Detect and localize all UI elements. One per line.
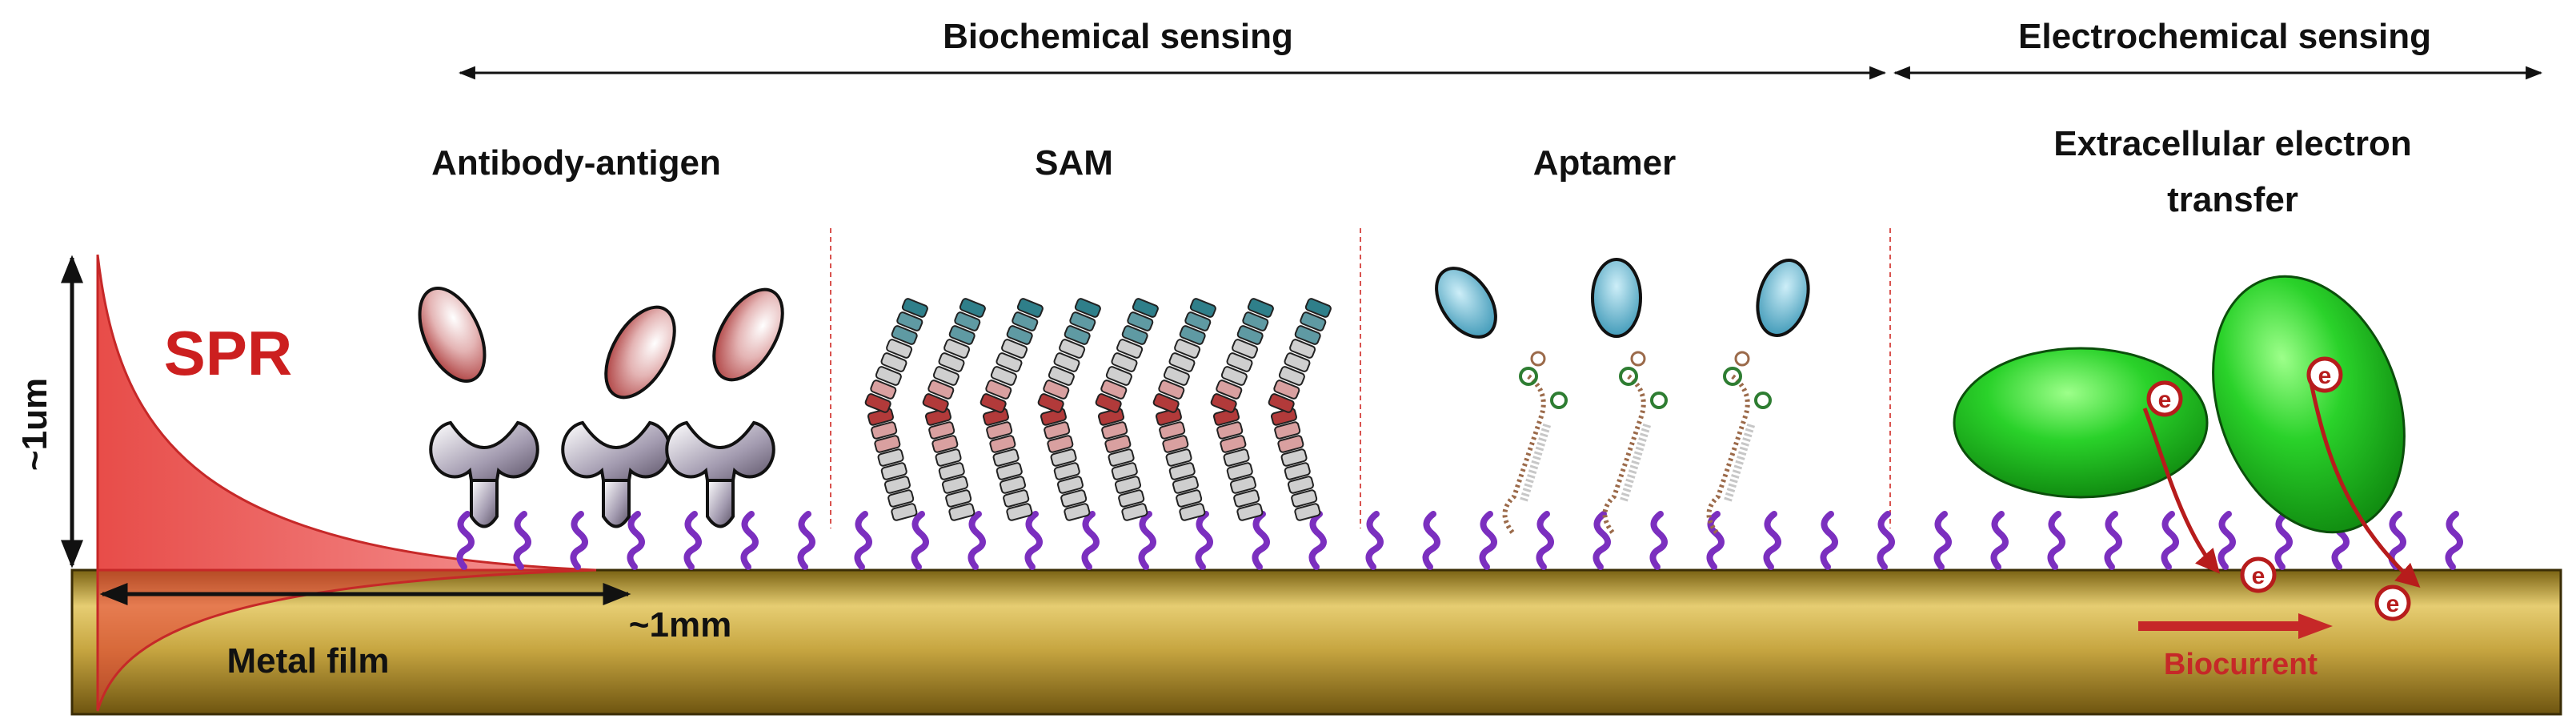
sam-chain (980, 298, 1044, 521)
sam-chain (1095, 298, 1159, 521)
linker-molecule (2104, 511, 2122, 570)
linker-molecule (1081, 511, 1100, 570)
antibody-antigen-group (418, 287, 784, 528)
aptamer-title: Aptamer (1533, 143, 1677, 183)
linker-molecule (854, 511, 872, 570)
surface-linkers (456, 511, 2463, 570)
electron-path-left (2142, 408, 2220, 574)
linker-molecule (1820, 511, 1838, 570)
biocurrent-label: Biocurrent (2164, 648, 2318, 681)
electron-4-symbol: e (2386, 591, 2400, 617)
electrochemical-sensing-label: Electrochemical sensing (2018, 17, 2431, 56)
aptamer (1706, 258, 1810, 534)
panel-separators (830, 228, 1891, 528)
linker-molecule (968, 511, 986, 570)
sam-chains-group (864, 298, 1332, 521)
electron-3-symbol: e (2252, 563, 2266, 589)
sam-chain (1210, 298, 1274, 521)
sam-chain (1268, 298, 1332, 521)
antigen (712, 287, 784, 382)
electron-3: e (2240, 556, 2277, 593)
antigen (604, 305, 676, 400)
linker-molecule (627, 511, 645, 570)
eet-title-line1: Extracellular electron (2053, 124, 2412, 163)
eet-title-line2: transfer (2167, 180, 2298, 219)
electron-2-symbol: e (2318, 363, 2332, 389)
antibody (665, 420, 775, 528)
sam-chain (864, 298, 928, 521)
aptamer (1591, 258, 1668, 534)
spr-label: SPR (164, 318, 292, 388)
electron-path-right (2309, 382, 2421, 588)
linker-molecule (1479, 511, 1497, 570)
linker-molecule (1592, 511, 1611, 570)
linker-molecule (1763, 511, 1781, 570)
metal-film (70, 568, 2562, 716)
linker-molecule (797, 511, 815, 570)
metal-film-label: Metal film (227, 641, 390, 681)
biochemical-sensing-label: Biochemical sensing (943, 17, 1293, 56)
sam-chain (1037, 298, 1101, 521)
linker-molecule (1138, 511, 1156, 570)
linker-molecule (911, 511, 929, 570)
antigen (418, 287, 487, 383)
linker-molecule (740, 511, 759, 570)
aptamer-group (1435, 258, 1810, 534)
spr-field (96, 254, 597, 712)
aptamer-target (1435, 267, 1497, 339)
vertical-extent-label: ~1um (15, 378, 54, 471)
antibody-antigen-title: Antibody-antigen (431, 143, 721, 183)
linker-molecule (2217, 511, 2236, 570)
linker-molecule (2047, 511, 2065, 570)
sam-chain (922, 298, 986, 521)
bacterium-right (2212, 275, 2406, 534)
linker-molecule (1195, 511, 1213, 570)
aptamer (1435, 267, 1568, 534)
linker-molecule (683, 511, 702, 570)
linker-molecule (1649, 511, 1668, 570)
linker-molecule (2161, 511, 2179, 570)
linker-molecule (513, 511, 531, 570)
linker-molecule (1990, 511, 2009, 570)
linker-molecule (1308, 511, 1327, 570)
bacterium-left (1953, 347, 2209, 499)
sam-title: SAM (1035, 143, 1113, 183)
biocurrent-arrow (2138, 613, 2333, 639)
linker-molecule (1877, 511, 1895, 570)
electron-4: e (2374, 584, 2411, 621)
antibody (429, 420, 539, 528)
linker-molecule (1706, 511, 1725, 570)
linker-molecule (2274, 511, 2293, 570)
electron-2: e (2306, 356, 2343, 393)
sam-chain (1152, 298, 1216, 521)
linker-molecule (1536, 511, 1554, 570)
horizontal-extent-label: ~1mm (629, 605, 731, 645)
linker-molecule (1933, 511, 1952, 570)
linker-molecule (456, 511, 475, 570)
electron-1: e (2146, 380, 2183, 417)
linker-molecule (570, 511, 588, 570)
linker-molecule (1024, 511, 1043, 570)
antibody (561, 420, 671, 528)
electron-1-symbol: e (2158, 387, 2172, 413)
aptamer-target (1591, 258, 1642, 338)
aptamer-target (1756, 258, 1810, 338)
linker-molecule (1365, 511, 1384, 570)
linker-molecule (2445, 511, 2463, 570)
linker-molecule (1422, 511, 1440, 570)
linker-molecule (1252, 511, 1270, 570)
